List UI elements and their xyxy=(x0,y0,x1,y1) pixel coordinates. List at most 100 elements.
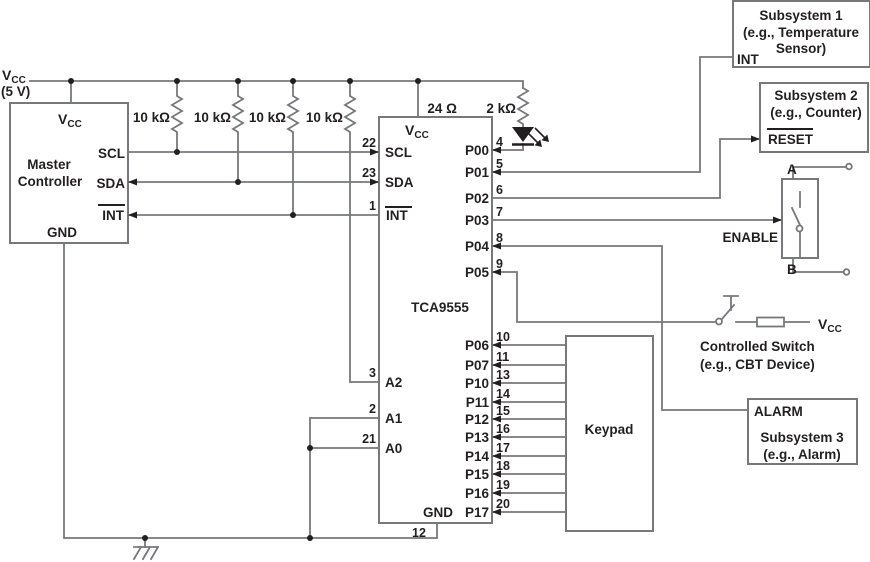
subsystem1-title: Subsystem 1 xyxy=(759,8,843,23)
enable-switch-blade xyxy=(790,206,802,227)
p00-wire xyxy=(491,143,524,151)
subsystem3-title: Subsystem 3 xyxy=(760,430,844,445)
controlled-switch-actuator xyxy=(723,295,739,311)
subsystem3-alarm-box xyxy=(747,398,858,465)
junction-dot xyxy=(290,78,296,84)
chip-pin-label-a1: A1 xyxy=(385,411,403,426)
chip-pin-label-p13: P13 xyxy=(465,430,490,445)
chip-pin-num-15: 15 xyxy=(496,404,510,418)
led-emission-arrow-2 xyxy=(534,127,547,140)
junction-dot xyxy=(307,535,313,541)
chip-pin-num-10: 10 xyxy=(496,330,510,344)
p04-alarm-wire xyxy=(491,245,749,411)
terminal-b-contact xyxy=(842,268,851,276)
chip-pin-num-13: 13 xyxy=(496,368,510,382)
chip-pin-num-4: 4 xyxy=(496,135,503,149)
keypad-box xyxy=(565,335,654,532)
chip-pin-label-p17: P17 xyxy=(465,505,489,520)
junction-dot xyxy=(415,78,421,84)
chip-pin-label-p00: P00 xyxy=(465,143,489,158)
p01-subsystem1-wire xyxy=(491,56,734,173)
chip-pin-num-1: 1 xyxy=(369,199,376,213)
junction-dot xyxy=(290,212,296,218)
led-resistor-zigzag xyxy=(516,86,530,128)
subsystem1-pin-int: INT xyxy=(737,52,760,67)
chip-pin-label-int: INT xyxy=(386,208,409,223)
chip-pin-num-14: 14 xyxy=(496,387,510,401)
chip-pin-label-p05: P05 xyxy=(465,265,490,280)
chip-pin-label-p01: P01 xyxy=(465,165,490,180)
master-pin-sda: SDA xyxy=(96,176,125,191)
chip-pin-num-23: 23 xyxy=(362,166,376,180)
master-pin-scl: SCL xyxy=(98,146,125,161)
subsystem1-box xyxy=(732,0,870,68)
arrowheads-into-chip-left xyxy=(370,148,379,186)
chip-name: TCA9555 xyxy=(411,300,469,315)
pullup-resistor-int xyxy=(286,80,300,216)
master-pin-vcc: VCC xyxy=(58,111,82,130)
pullup-value-2: 10 kΩ xyxy=(194,110,231,125)
master-pin-gnd: GND xyxy=(47,225,77,240)
chip-pin-label-sda: SDA xyxy=(385,175,414,190)
chip-pin-num-16: 16 xyxy=(496,422,510,436)
chip-pin-num-7: 7 xyxy=(496,205,503,219)
chip-pin-label-p16: P16 xyxy=(465,486,490,501)
chip-pin-num-17: 17 xyxy=(496,441,510,455)
pullup-resistor-sda xyxy=(231,80,245,183)
controlled-switch-resistor xyxy=(756,316,785,328)
gnd-rail-wire xyxy=(63,242,438,539)
chip-pin-label-p10: P10 xyxy=(465,376,489,391)
chip-pin-label-scl: SCL xyxy=(385,145,412,160)
subsystem2-pin-reset: RESET xyxy=(768,132,814,147)
chip-pin-num-19: 19 xyxy=(496,478,510,492)
chip-pin-label-p11: P11 xyxy=(466,395,490,410)
enable-terminal-b-wire xyxy=(792,257,844,273)
chip-pin-num-12: 12 xyxy=(412,526,426,540)
arrowhead-into-subsystem2 xyxy=(751,135,760,143)
p05-controlled-switch-wire xyxy=(491,271,717,323)
led-emission-arrowhead-1 xyxy=(534,139,542,147)
terminal-a-label: A xyxy=(787,162,797,177)
led-emission-arrow-1 xyxy=(527,132,540,145)
led-icon xyxy=(512,127,534,142)
terminal-b-label: B xyxy=(787,262,797,277)
subsystem2-box xyxy=(759,82,869,153)
junction-dot xyxy=(235,78,241,84)
enable-label: ENABLE xyxy=(722,230,778,245)
chip-pin-label-a0: A0 xyxy=(385,441,402,456)
pullup-resistor-a2 xyxy=(343,80,380,383)
controlled-switch-blade xyxy=(720,303,736,321)
junction-dot xyxy=(235,179,241,185)
controlled-switch-vcc-label: VCC xyxy=(818,316,842,335)
pullup-value-1: 10 kΩ xyxy=(133,110,170,125)
led-resistor-value: 2 kΩ xyxy=(486,101,516,116)
keypad-label: Keypad xyxy=(585,422,634,437)
chip-pin-label-gnd: GND xyxy=(423,505,453,520)
junction-dot xyxy=(142,535,148,541)
chip-pin-label-p12: P12 xyxy=(465,412,489,427)
tca9555-chip-box xyxy=(378,116,493,524)
pullup-resistor-scl xyxy=(170,80,184,153)
chip-pin-num-18: 18 xyxy=(496,459,510,473)
subsystem1-subtitle-line2: Sensor) xyxy=(776,41,826,56)
p02-subsystem2-wire xyxy=(491,138,761,199)
subsystem2-title: Subsystem 2 xyxy=(774,88,857,103)
chip-pin-num-9: 9 xyxy=(496,257,503,271)
chip-pin-label-a2: A2 xyxy=(385,375,402,390)
subsystem2-subtitle: (e.g., Counter) xyxy=(770,105,862,120)
chip-pin-num-20: 20 xyxy=(496,497,510,511)
a1-wire xyxy=(309,417,380,449)
chip-pin-label-p03: P03 xyxy=(465,213,490,228)
master-title-line1: Master xyxy=(27,157,71,172)
chip-pin-num-5: 5 xyxy=(496,157,503,171)
junction-dot xyxy=(174,149,180,155)
junction-dot xyxy=(307,445,313,451)
chip-pin-num-8: 8 xyxy=(496,231,503,245)
arrowhead-into-enable-switch xyxy=(773,216,782,224)
vcc-rail-wire xyxy=(29,80,524,89)
series-resistor-value: 24 Ω xyxy=(427,101,457,116)
controlled-switch-subtitle: (e.g., CBT Device) xyxy=(700,357,815,372)
chip-pin-num-22: 22 xyxy=(362,136,376,150)
junction-dot xyxy=(174,78,180,84)
